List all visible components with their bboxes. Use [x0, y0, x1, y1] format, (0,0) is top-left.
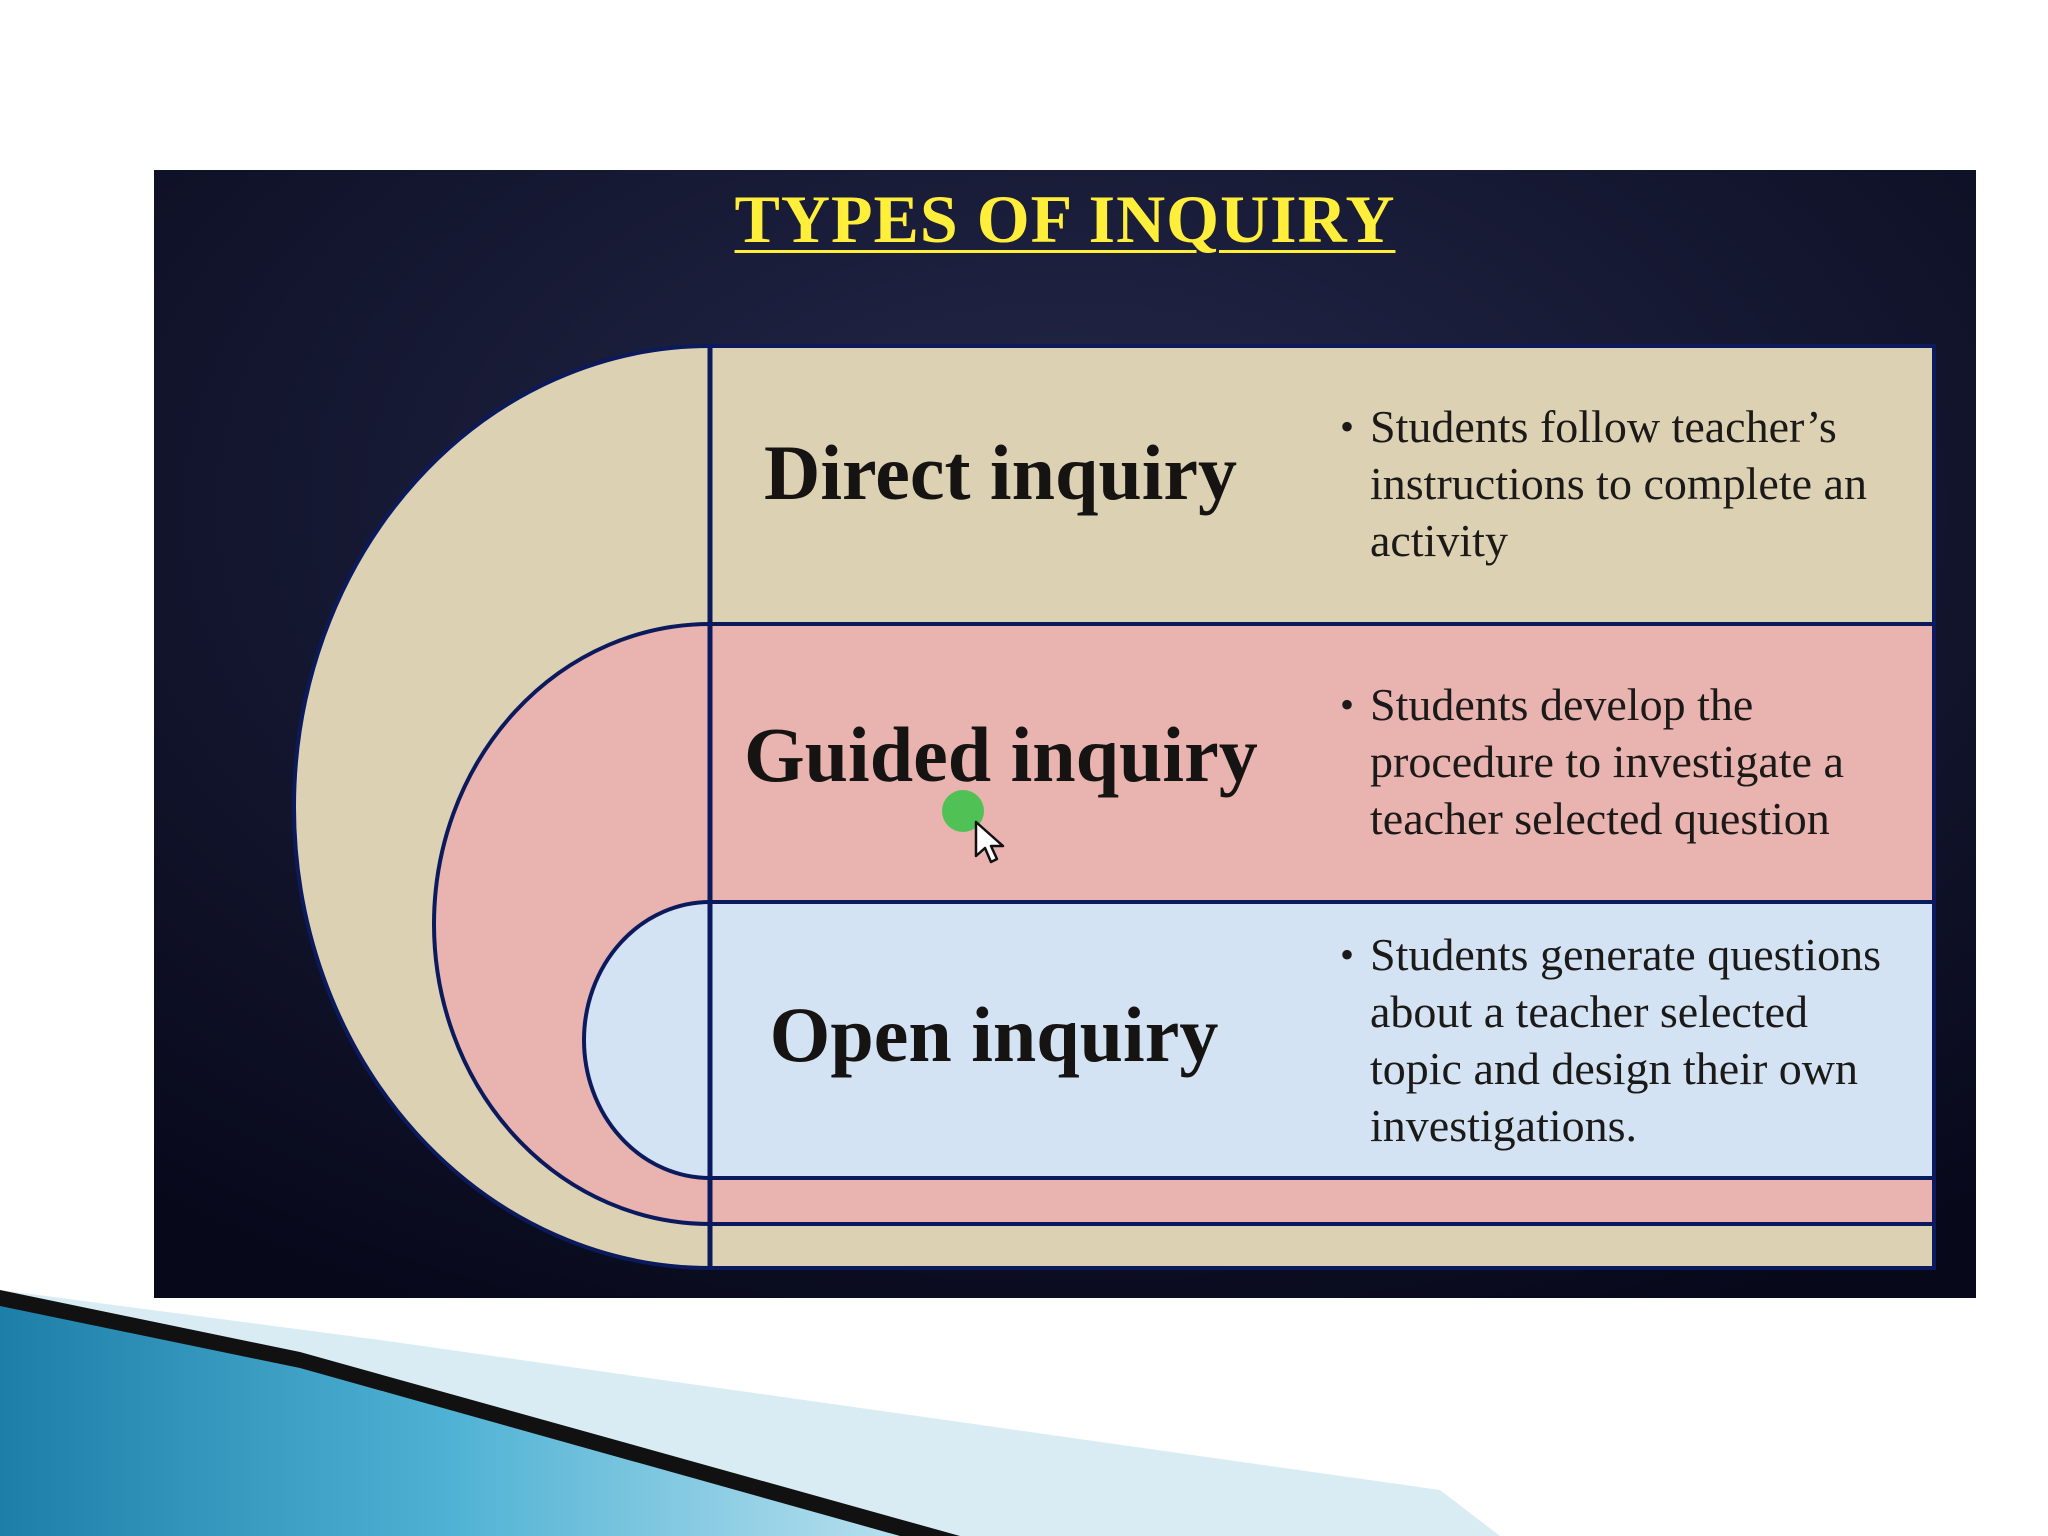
open-inquiry-text: Students generate questions about a teac… [1370, 929, 1882, 1151]
open-inquiry-band [582, 900, 1936, 1180]
guided-inquiry-label: Guided inquiry [744, 711, 1258, 798]
bullet-icon: • [1340, 682, 1355, 727]
types-of-inquiry-figure: TYPES OF INQUIRY Direct inquiry • Studen… [154, 170, 1976, 1298]
guided-inquiry-description: • Students develop the procedure to inve… [1340, 676, 1910, 847]
mouse-pointer-icon [974, 820, 1005, 864]
decorative-swoosh-blue [0, 1300, 900, 1536]
open-inquiry-description: • Students generate questions about a te… [1340, 926, 1910, 1154]
bullet-icon: • [1340, 404, 1355, 449]
bullet-icon: • [1340, 932, 1355, 977]
decorative-swoosh-dark [0, 1290, 960, 1536]
figure-outline [708, 344, 1936, 1270]
open-inquiry-label: Open inquiry [769, 991, 1219, 1078]
figure-title: TYPES OF INQUIRY [734, 181, 1396, 257]
guided-inquiry-text: Students develop the procedure to invest… [1370, 679, 1844, 844]
direct-inquiry-description: • Students follow teacher’s instructions… [1340, 398, 1930, 569]
direct-inquiry-label: Direct inquiry [764, 429, 1238, 516]
direct-inquiry-text: Students follow teacher’s instructions t… [1370, 401, 1867, 566]
